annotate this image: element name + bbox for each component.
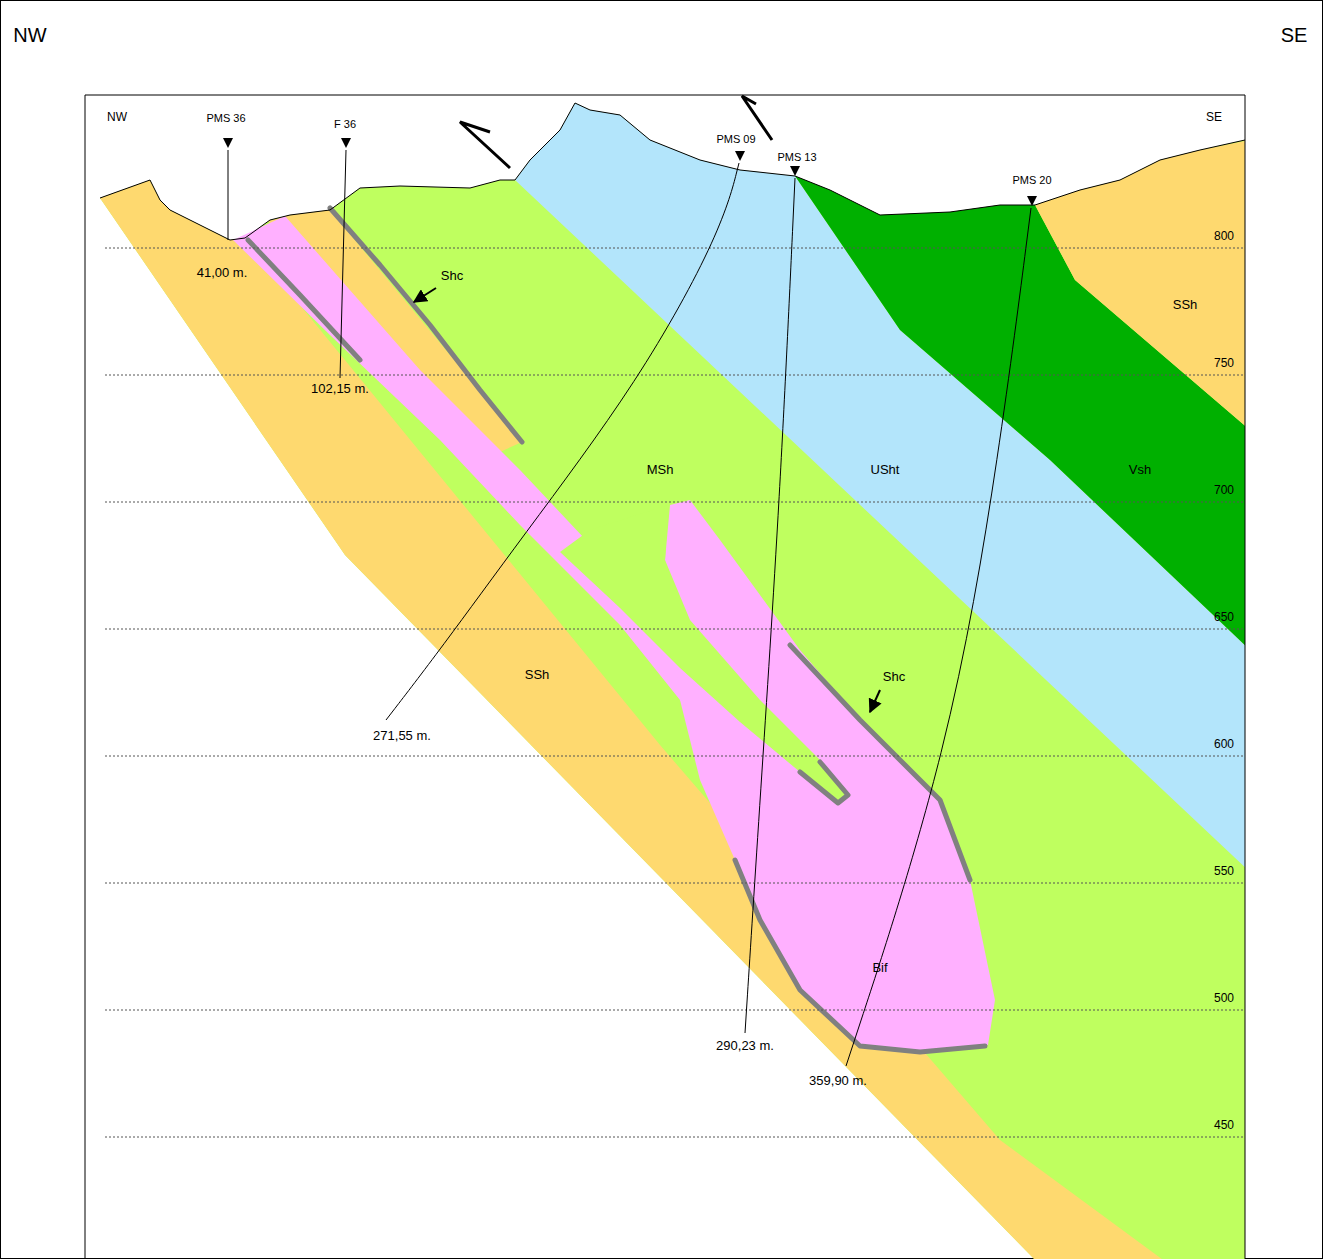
elevation-line [105, 502, 1245, 503]
elevation-label: 650 [1214, 611, 1234, 624]
collar-marker [1027, 196, 1037, 206]
elevation-line [105, 1137, 1245, 1138]
inner-frame [85, 95, 1245, 1259]
unit-label: Bif [872, 961, 887, 975]
bif-body [665, 500, 995, 1052]
topography-line [100, 103, 1245, 240]
unit-label: SSh [525, 668, 550, 682]
collar-marker [790, 166, 800, 176]
drill-hole-name: PMS 13 [777, 151, 816, 163]
shc-contact [800, 762, 848, 803]
leader-arrow [414, 288, 436, 302]
shc-contact [790, 645, 970, 880]
elevation-line [105, 1010, 1245, 1011]
unit-label: Shc [883, 670, 905, 684]
elevation-label: 700 [1214, 484, 1234, 497]
msh-unit [100, 103, 1245, 1259]
direction-label: SE [1206, 111, 1222, 124]
elevation-line [105, 756, 1245, 757]
shear-sense-symbol [460, 122, 510, 168]
collar-marker [735, 151, 745, 161]
depth-label: 102,15 m. [311, 382, 369, 396]
elevation-label: 800 [1214, 230, 1234, 243]
drill-hole-name: PMS 36 [206, 112, 245, 124]
elevation-label: 450 [1214, 1119, 1234, 1132]
elevation-line [105, 883, 1245, 884]
depth-label: 359,90 m. [809, 1074, 867, 1088]
drill-hole-name: PMS 20 [1012, 174, 1051, 186]
direction-label: NW [13, 24, 46, 46]
collar-marker [341, 138, 351, 148]
unit-label: MSh [647, 463, 674, 477]
bif-vein [233, 216, 850, 805]
unit-label: Vsh [1129, 463, 1151, 477]
depth-label: 290,23 m. [716, 1039, 774, 1053]
collar-marker [223, 138, 233, 148]
elevation-label: 750 [1214, 357, 1234, 370]
section-body [100, 103, 1245, 1259]
drill-hole [340, 150, 346, 378]
depth-label: 41,00 m. [197, 266, 248, 280]
elevation-label: 500 [1214, 992, 1234, 1005]
unit-label: SSh [1173, 298, 1198, 312]
direction-label: SE [1281, 24, 1308, 46]
drill-hole [745, 178, 795, 1033]
leader-arrow [870, 690, 880, 712]
unit-label: USht [871, 463, 900, 477]
elevation-line [105, 248, 1245, 249]
elevation-line [105, 629, 1245, 630]
ssh-upper-unit [1035, 140, 1245, 430]
drill-hole-name: F 36 [334, 118, 356, 130]
shc-contact [330, 208, 522, 442]
msh-lens [560, 505, 848, 803]
elevation-label: 550 [1214, 865, 1234, 878]
drill-hole [846, 208, 1031, 1066]
direction-label: NW [107, 111, 127, 124]
drill-hole-name: PMS 09 [716, 133, 755, 145]
drill-hole [228, 150, 229, 240]
depth-label: 271,55 m. [373, 729, 431, 743]
elevation-label: 600 [1214, 738, 1234, 751]
drill-hole [386, 163, 739, 720]
unit-label: Shc [441, 269, 463, 283]
elevation-line [105, 375, 1245, 376]
